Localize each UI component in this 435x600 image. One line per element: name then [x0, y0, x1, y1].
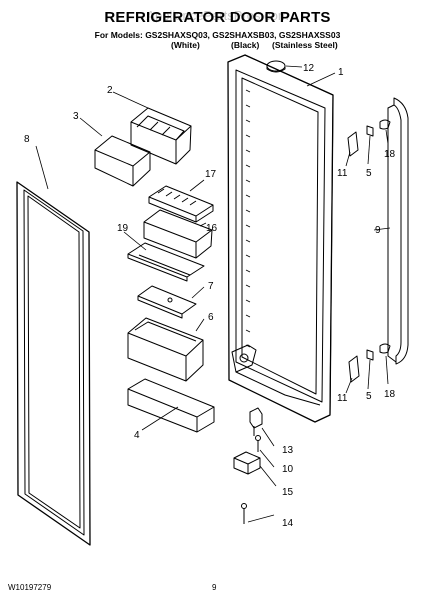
- callout-8: 8: [24, 134, 30, 145]
- refrigerator-door: [227, 54, 334, 423]
- shelf-insert: [127, 242, 205, 282]
- callout-2: 2: [107, 85, 113, 96]
- callout-5-lower: 5: [366, 391, 372, 402]
- door-gasket: [16, 181, 91, 546]
- divider-rack: [148, 185, 214, 223]
- callout-9: 9: [375, 225, 381, 236]
- color-white: (White): [171, 40, 200, 50]
- callout-10: 10: [282, 464, 294, 475]
- callout-17: 17: [205, 169, 217, 180]
- bin-cover: [94, 135, 151, 187]
- callout-13: 13: [282, 445, 294, 456]
- models-line: For Models: GS2SHAXSQ03, GS2SHAXSB03, GS…: [94, 30, 341, 40]
- callout-18-upper: 18: [384, 149, 396, 160]
- callout-4: 4: [134, 430, 140, 441]
- callout-15: 15: [282, 487, 294, 498]
- callout-11-upper: 11: [337, 168, 348, 179]
- callout-19: 19: [117, 223, 129, 234]
- callout-labels: 2 3 1 12 8 17 16 19 7 6 4 9 11 5 18 11 5…: [24, 63, 396, 529]
- callout-3: 3: [73, 111, 79, 122]
- callout-5-upper: 5: [366, 168, 372, 179]
- callout-leaders: [35, 65, 391, 523]
- watermark: AppliancePartsPros.com: [146, 8, 289, 23]
- door-cap: [266, 60, 286, 73]
- deep-door-bin: [127, 317, 204, 382]
- callout-14: 14: [282, 518, 294, 529]
- color-stainless: (Stainless Steel): [272, 40, 338, 50]
- handle-mount-lower: [348, 343, 391, 383]
- color-black: (Black): [231, 40, 260, 50]
- page-title: REFRIGERATOR DOOR PARTS: [104, 9, 331, 26]
- door-handle: [387, 97, 409, 365]
- callout-1: 1: [338, 67, 344, 78]
- door-shelf-upper: [143, 209, 213, 259]
- callout-18-lower: 18: [384, 389, 396, 400]
- callout-7: 7: [208, 281, 214, 292]
- document-number: W10197279: [8, 583, 52, 592]
- door-bin-top: [130, 107, 192, 165]
- bin-slide: [137, 285, 197, 319]
- bottom-door-bin: [127, 378, 215, 433]
- page-number: 9: [212, 583, 217, 592]
- hinge-assembly: [233, 407, 263, 524]
- callout-6: 6: [208, 312, 214, 323]
- handle-mount-upper: [347, 119, 391, 157]
- callout-12: 12: [303, 63, 315, 74]
- callout-11-lower: 11: [337, 393, 348, 404]
- callout-16: 16: [206, 223, 218, 234]
